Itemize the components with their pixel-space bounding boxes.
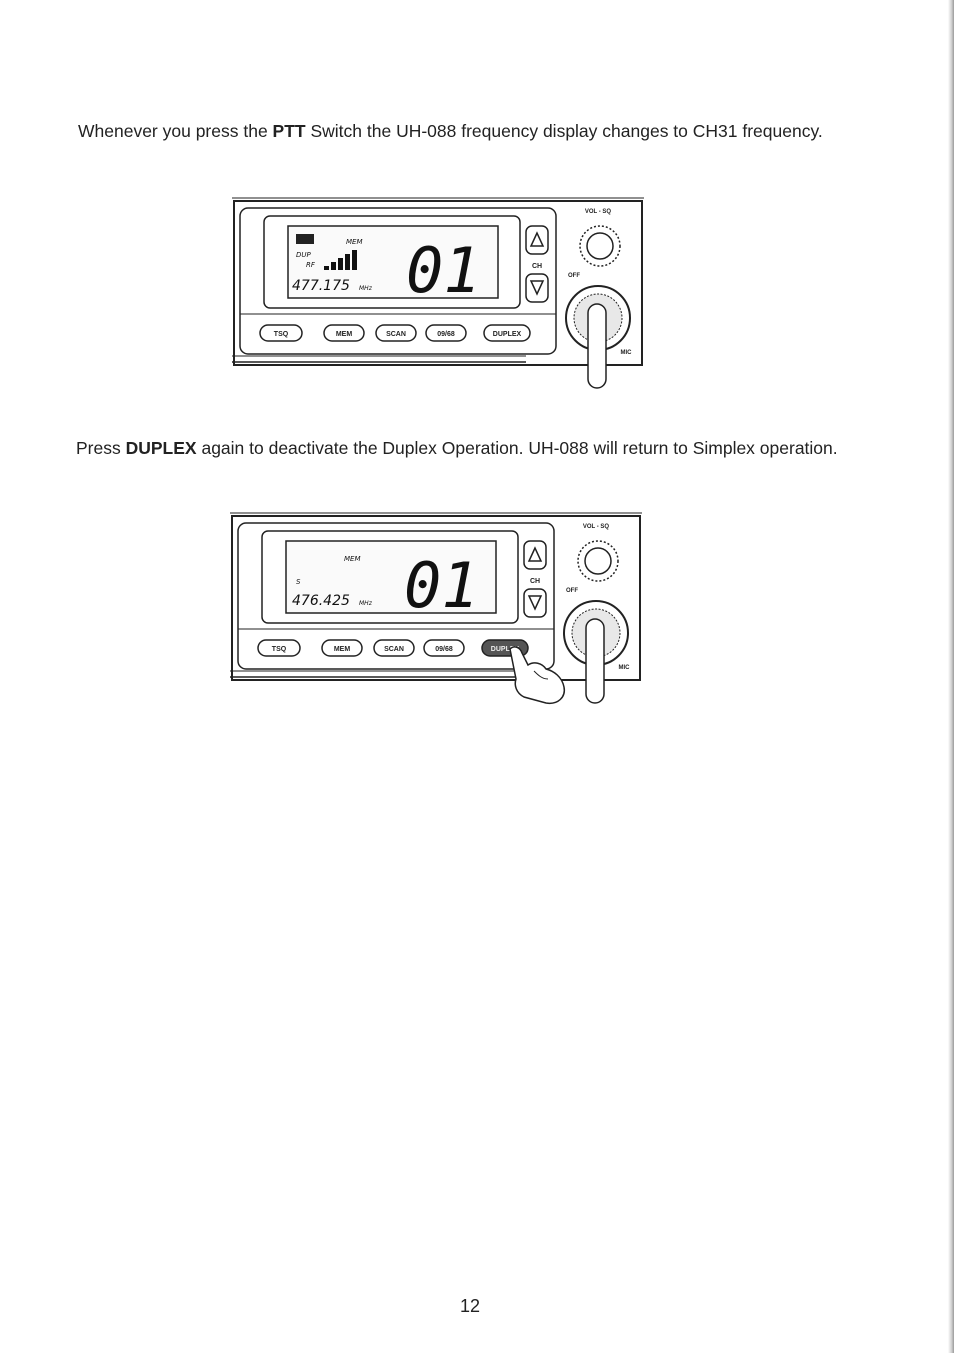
ch-label: CH [530,578,540,585]
radio-drawing-simplex: MEM S 476.425 MHz 01 CH TSQ MEM SCAN 09/… [230,512,642,705]
ch-down-button[interactable] [523,588,547,618]
lcd-mhz-unit: MHz [359,600,373,607]
tsq-button-label: TSQ [272,646,287,653]
radio-figure-duplex: TX MEM DUP RF 477.175 MHz 01 CH TSQ MEM … [226,196,650,396]
lcd-screen [285,540,497,614]
rf-level-bar [338,258,343,270]
tsq-button[interactable] [257,639,301,657]
09-68-button[interactable] [425,324,467,342]
mic-cable [587,303,607,389]
rf-level-bar [352,250,357,270]
rf-level-bar [331,262,336,270]
rf-level-bars [324,250,357,270]
tx-label: TX [301,237,310,244]
duplex-button-label: DUPLEX [491,646,520,653]
scan-button-label: SCAN [384,646,404,653]
scan-button[interactable] [373,639,415,657]
function-buttons: TSQ MEM SCAN 09/68 DUPLEX [257,639,529,657]
ch-down-button[interactable] [525,273,549,303]
tsq-button[interactable] [259,324,303,342]
page-edge-shadow [948,0,954,1353]
09-68-button-label: 09/68 [437,331,455,338]
mic-cable [585,618,605,704]
mic-label: MIC [621,350,633,356]
09-68-button-label: 09/68 [435,646,453,653]
tx-indicator [296,234,314,244]
page-number: 12 [459,1296,481,1316]
front-panel [237,522,555,670]
mem-button[interactable] [321,639,363,657]
display-bezel [263,215,521,309]
rf-level-bar [345,254,350,270]
scan-button-label: SCAN [386,331,406,338]
ch-up-button[interactable] [525,225,549,255]
lcd-screen [287,225,499,299]
vol-sq-label: VOL - SQ [583,524,610,530]
duplex-button[interactable] [483,324,531,342]
mem-label: MEM [344,555,361,563]
mem-button[interactable] [323,324,365,342]
radio-drawing-duplex: TX MEM DUP RF 477.175 MHz 01 CH TSQ MEM … [232,197,644,389]
pointing-finger-icon [509,646,566,705]
lcd-frequency: 476.425 [292,593,350,609]
vol-sq-knob-outer[interactable] [579,225,621,267]
off-label: OFF [566,588,578,594]
vol-sq-knob[interactable] [586,232,614,260]
rf-level-bar [324,266,329,270]
paragraph-duplex: Press DUPLEX again to deactivate the Dup… [76,438,886,459]
radio-figure-simplex: MEM S 476.425 MHz 01 CH TSQ MEM SCAN 09/… [224,511,648,711]
dup-label: DUP [296,251,312,259]
display-bezel [261,530,519,624]
paragraph-ptt-pre: Whenever you press the [78,121,273,141]
mem-label: MEM [346,238,363,246]
lcd-mhz-unit: MHz [359,285,373,292]
lcd-channel-number: 01 [406,234,481,307]
down-arrow-icon [527,595,543,611]
duplex-bold: DUPLEX [125,438,197,458]
mem-button-label: MEM [334,646,351,653]
scan-button[interactable] [375,324,417,342]
simplex-s-label: S [296,578,301,586]
off-label: OFF [568,273,580,279]
mem-button-label: MEM [336,331,353,338]
paragraph-duplex-pre: Press [76,438,126,458]
ptt-bold: PTT [272,121,306,141]
09-68-button[interactable] [423,639,465,657]
function-buttons: TSQ MEM SCAN 09/68 DUPLEX [259,324,531,342]
up-arrow-icon [527,546,543,562]
rf-label: RF [306,261,316,269]
lcd-channel-number: 01 [404,549,479,622]
front-panel [239,207,557,355]
lcd-frequency: 477.175 [292,278,350,294]
up-arrow-icon [529,231,545,247]
vol-sq-label: VOL - SQ [585,209,612,215]
paragraph-ptt-post: Switch the UH-088 frequency display chan… [305,121,823,141]
vol-sq-knob-outer[interactable] [577,540,619,582]
paragraph-ptt: Whenever you press the PTT Switch the UH… [78,121,888,142]
radio-body [233,200,643,366]
down-arrow-icon [529,280,545,296]
duplex-button-label: DUPLEX [493,331,522,338]
mic-label: MIC [619,665,631,671]
ch-label: CH [532,263,542,270]
paragraph-duplex-post: again to deactivate the Duplex Operation… [196,438,838,458]
ch-up-button[interactable] [523,540,547,570]
radio-body [231,515,641,681]
vol-sq-knob[interactable] [584,547,612,575]
tsq-button-label: TSQ [274,331,289,338]
